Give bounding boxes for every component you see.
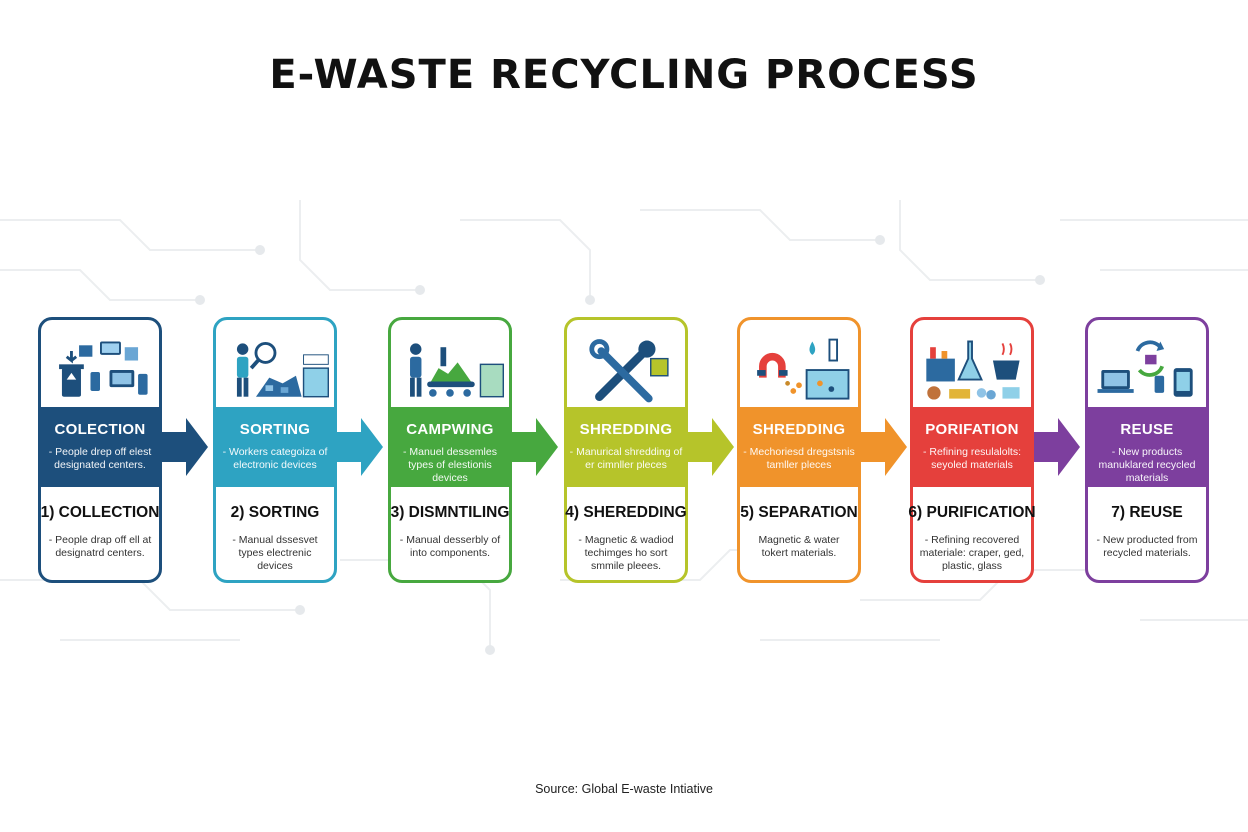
step-description: - Magnetic & wadiod techimges ho sort sm… [578, 534, 674, 572]
step-card-dismantling: CAMPWING - Manuel dessemles types of ele… [388, 317, 558, 583]
band-title: REUSE [1120, 421, 1174, 438]
arrow-right-icon [861, 418, 907, 476]
band-separation: SHREDDING - Mechoriesd dregstsnis tamlle… [737, 407, 907, 487]
step-card-separation: SHREDDING - Mechoriesd dregstsnis tamlle… [737, 317, 907, 583]
recycle-bin-devices-icon [41, 328, 159, 414]
step-title: 7) REUSE [1111, 504, 1183, 521]
band-title: SHREDDING [752, 421, 846, 438]
band-title: CAMPWING [406, 421, 494, 438]
band-title: COLECTION [54, 421, 146, 438]
wrench-screwdriver-icon [567, 328, 685, 414]
arrow-right-icon [512, 418, 558, 476]
arrow-right-icon [162, 418, 208, 476]
step-title: 4) SHEREDDING [565, 504, 687, 521]
step-card-reuse: REUSE - New products manuklared recycled… [1085, 317, 1209, 583]
step-title: 1) COLLECTION [40, 504, 160, 521]
step-description: - People drap off ell at designatrd cent… [48, 534, 152, 559]
step-title: 2) SORTING [230, 504, 320, 521]
band-title: SHREDDING [579, 421, 673, 438]
step-card-collection: COLECTION - People drep off elest design… [38, 317, 208, 583]
band-title: SORTING [239, 421, 311, 438]
conveyor-worker-icon [391, 328, 509, 414]
band-collection: COLECTION - People drep off elest design… [38, 407, 208, 487]
band-description: - Mechoriesd dregstsnis tamller pleces [743, 446, 855, 471]
step-description: - Manual desserbly of into components. [399, 534, 501, 559]
source-caption: Source: Global E-waste Intiative [535, 782, 713, 796]
step-description: Magnetic & water tokert materials. [758, 534, 840, 559]
band-description: - New products manuklared recycled mater… [1098, 446, 1196, 484]
band-purification: PORIFATION - Refining resulalolts: seyol… [910, 407, 1080, 487]
band-shredding: SHREDDING - Manurical shredding of er ci… [564, 407, 734, 487]
band-description: - Manuel dessemles types of elestionis d… [403, 446, 497, 484]
band-description: - Manurical shredding of er cimnller ple… [569, 446, 683, 471]
step-title: 6) PURIFICATION [908, 504, 1036, 521]
band-description: - Refining resulalolts: seyoled material… [922, 446, 1022, 471]
step-description: - Manual dssesvet types electrenic devic… [232, 534, 318, 572]
band-description: - People drep off elest designated cente… [48, 446, 152, 471]
page-title: E-WASTE RECYCLING PROCESS [269, 52, 979, 98]
step-title: 5) SEPARATION [740, 504, 858, 521]
step-description: - Refining recovered materiale: craper, … [919, 534, 1025, 572]
step-card-sorting: SORTING - Workers categoiza of electroni… [213, 317, 383, 583]
step-card-shredding: SHREDDING - Manurical shredding of er ci… [564, 317, 734, 583]
worker-magnifier-icon [216, 328, 334, 414]
step-description: - New producted from recycled materials. [1096, 534, 1198, 559]
band-description: - Workers categoiza of electronic device… [222, 446, 328, 471]
arrow-right-icon [1034, 418, 1080, 476]
recycle-devices-icon [1088, 328, 1206, 414]
flask-factory-icon [913, 328, 1031, 414]
step-card-purification: PORIFATION - Refining resulalolts: seyol… [908, 317, 1080, 583]
step-title: 3) DISMNTILING [390, 504, 510, 521]
band-title: PORIFATION [925, 421, 1019, 438]
arrow-right-icon [688, 418, 734, 476]
magnet-water-icon [740, 328, 858, 414]
arrow-right-icon [337, 418, 383, 476]
band-sorting: SORTING - Workers categoiza of electroni… [213, 407, 383, 487]
band-reuse: REUSE - New products manuklared recycled… [1085, 407, 1209, 487]
band-dismantling: CAMPWING - Manuel dessemles types of ele… [388, 407, 558, 487]
